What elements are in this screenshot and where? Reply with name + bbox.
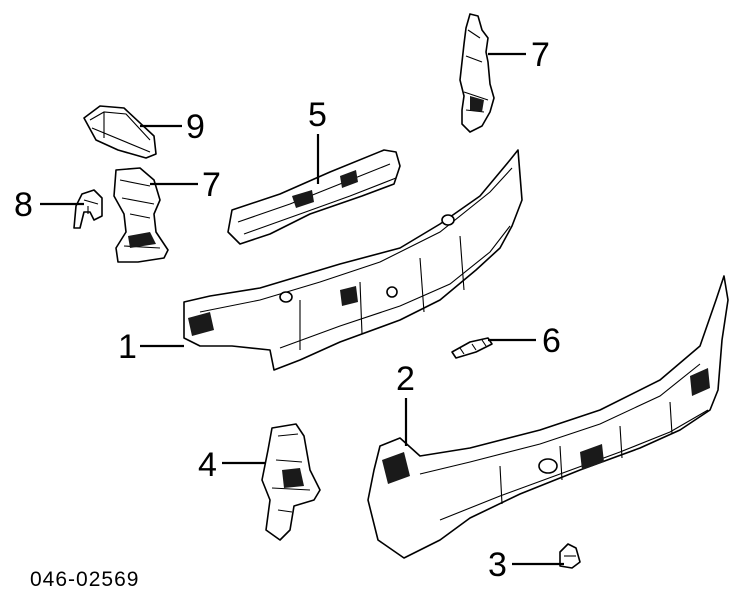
callout-9: 9 [186,108,205,146]
part-1-rear-panel [183,149,523,371]
callout-3: 3 [488,546,507,584]
part-7-left-bracket [113,167,169,263]
part-9-tray [83,105,157,159]
callout-4: 4 [198,446,217,484]
callout-6: 6 [542,322,561,360]
reference-code: 046-02569 [30,568,139,591]
callout-2: 2 [396,360,415,398]
part-6-strip [451,337,493,359]
callout-8: 8 [14,186,33,224]
part-4-pillar [261,423,321,541]
callout-7-left: 7 [202,166,221,204]
part-3-clip [559,543,581,569]
callout-1: 1 [118,328,137,366]
callout-5: 5 [308,96,327,134]
part-7-upper-bracket [459,13,495,133]
part-5-reinforcement [227,149,401,245]
part-2-lower-panel [367,275,729,559]
callout-7-upper: 7 [531,36,550,74]
part-8-clip [73,189,103,229]
